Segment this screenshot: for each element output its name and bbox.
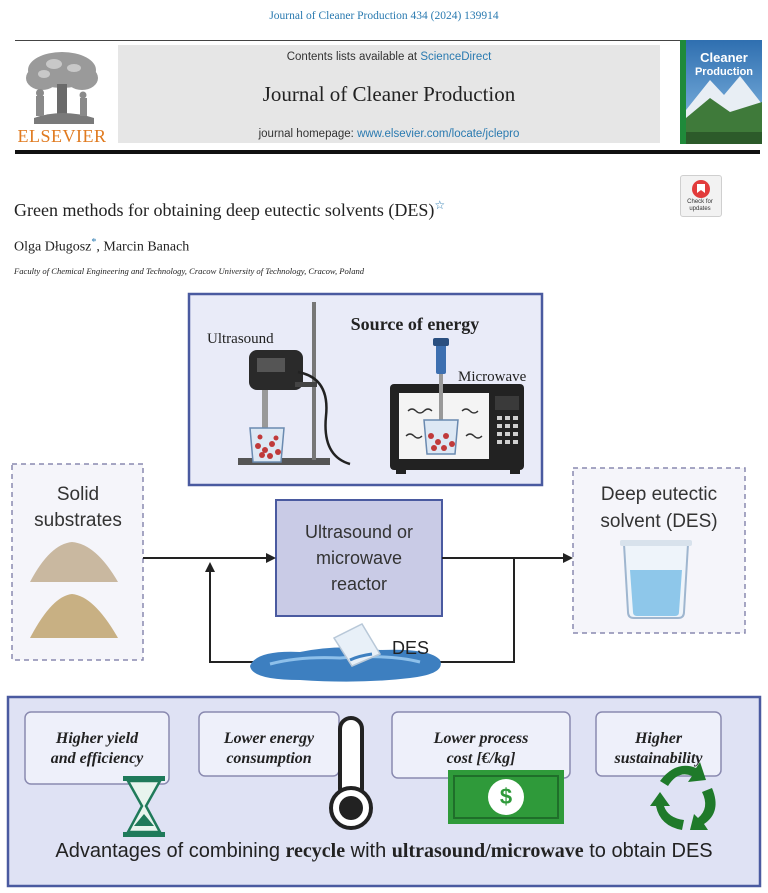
reactor-label-line-3: reactor — [331, 574, 387, 594]
advantage-cost-line-2: cost [€/kg] — [446, 750, 516, 767]
arrow-head-into-product — [563, 553, 573, 563]
article-title-text: Green methods for obtaining deep eutecti… — [14, 200, 435, 220]
check-text-line-1: Check for — [687, 199, 713, 205]
author-list: Olga Długosz*, Marcin Banach — [14, 237, 189, 256]
substrates-label-line-2: substrates — [34, 510, 122, 531]
microwave-device-icon — [390, 338, 524, 474]
powder-pile-icon-2 — [30, 594, 118, 638]
author-2[interactable]: Marcin Banach — [103, 239, 190, 255]
publisher-wordmark: ELSEVIER — [17, 126, 107, 146]
advantage-card-sustainability — [595, 711, 722, 777]
advantage-cost-line-1: Lower process — [433, 730, 529, 747]
reactor-label-line-1: Ultrasound or — [305, 522, 413, 542]
des-spill-icon — [250, 623, 441, 682]
contents-prefix: Contents lists available at — [286, 51, 421, 63]
advantages-caption: Advantages of combining recycle with ult… — [55, 840, 712, 862]
ultrasound-device-icon — [238, 302, 351, 466]
advantage-sustainability-line-1: Higher — [634, 730, 683, 747]
check-text-line-2: updates — [689, 206, 711, 212]
title-footnote-mark[interactable]: ☆ — [434, 198, 446, 212]
sciencedirect-link[interactable]: ScienceDirect — [420, 51, 492, 63]
advantage-energy-line-2: consumption — [226, 750, 312, 767]
dollar-sign: $ — [500, 784, 512, 809]
thermometer-icon — [329, 716, 373, 830]
author-separator: , — [96, 239, 104, 255]
journal-name: Journal of Cleaner Production — [262, 82, 516, 106]
advantage-card-yield — [24, 711, 170, 785]
advantage-energy-line-1: Lower energy — [223, 730, 315, 747]
homepage-line: journal homepage: www.elsevier.com/locat… — [118, 128, 660, 140]
article-title: Green methods for obtaining deep eutecti… — [14, 198, 445, 221]
caption-bold-methods: ultrasound/microwave — [392, 840, 584, 862]
advantage-energy-label: Lower energy consumption — [199, 729, 339, 769]
check-for-updates-button[interactable] — [680, 175, 722, 217]
arrow-head-recycle — [205, 562, 215, 572]
caption-bold-recycle: recycle — [286, 840, 346, 862]
check-updates-icon — [692, 180, 710, 198]
caption-part-3: to obtain DES — [584, 840, 713, 862]
journal-citation[interactable]: Journal of Cleaner Production 434 (2024)… — [269, 10, 499, 22]
elsevier-tree-logo — [14, 48, 110, 124]
recycle-des-label: DES — [392, 638, 429, 658]
beaker-icon — [620, 540, 692, 619]
des-label-line-1: Deep eutectic — [601, 484, 717, 505]
ultrasound-label: Ultrasound — [207, 331, 274, 347]
caption-part-1: Advantages of combining — [55, 840, 285, 862]
contents-line: Contents lists available at ScienceDirec… — [118, 51, 660, 63]
cover-title-line-1: Cleaner — [700, 50, 748, 65]
caption-part-2: with — [345, 840, 392, 862]
advantage-yield-line-2: and efficiency — [50, 750, 144, 767]
graphical-abstract: Source of energy Ultrasound Microwave So… — [6, 292, 762, 888]
journal-homepage-link[interactable]: www.elsevier.com/locate/jclepro — [357, 128, 520, 140]
journal-cover-image[interactable]: Cleaner Production — [680, 40, 762, 144]
arrow-head-into-reactor — [266, 553, 276, 563]
advantage-yield-label: Higher yield and efficiency — [25, 729, 169, 769]
hourglass-icon — [123, 776, 165, 837]
source-of-energy-title: Source of energy — [351, 314, 480, 334]
corresponding-author-mark[interactable]: * — [91, 237, 97, 248]
substrates-label-line-1: Solid — [57, 484, 99, 505]
microwave-label: Microwave — [458, 369, 527, 385]
recycle-icon — [650, 762, 716, 830]
masthead-panel — [118, 45, 660, 143]
advantage-sustainability-label: Higher sustainability — [596, 729, 721, 769]
advantage-sustainability-line-2: sustainability — [614, 750, 703, 767]
advantage-yield-line-1: Higher yield — [55, 730, 139, 747]
author-1[interactable]: Olga Długosz — [14, 239, 92, 255]
header-thick-rule — [15, 150, 760, 154]
reactor-label-line-2: microwave — [316, 548, 402, 568]
header-top-rule — [15, 40, 760, 41]
des-label-line-2: solvent (DES) — [600, 511, 717, 532]
powder-pile-icon — [30, 542, 118, 582]
money-bill-icon: $ — [448, 770, 564, 824]
cover-title-line-2: Production — [695, 66, 753, 78]
advantage-cost-label: Lower process cost [€/kg] — [392, 729, 570, 769]
homepage-prefix: journal homepage: — [258, 128, 358, 140]
author-affiliation: Faculty of Chemical Engineering and Tech… — [14, 266, 365, 276]
